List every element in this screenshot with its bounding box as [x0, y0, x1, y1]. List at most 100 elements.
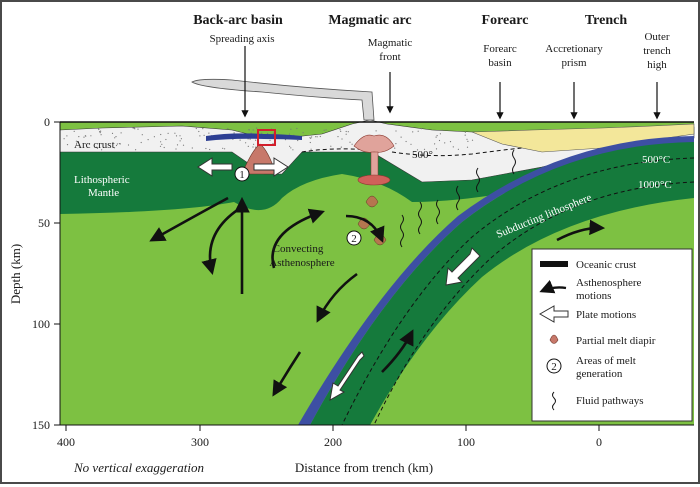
stipple-dot — [83, 137, 84, 138]
subduction-zone-diagram: 1 2 Back-arc basin Magmatic arc Forearc … — [2, 2, 698, 482]
legend-fluid-label: Fluid pathways — [576, 395, 644, 407]
stipple-dot — [128, 144, 129, 145]
stipple-dot — [437, 135, 438, 136]
stipple-dot — [117, 143, 118, 144]
stipple-dot — [394, 148, 395, 149]
stipple-dot — [249, 129, 250, 130]
stipple-dot — [204, 135, 205, 136]
label-accretionary-prism-2: prism — [561, 57, 587, 69]
stipple-dot — [472, 140, 473, 141]
label-arc-crust: Arc crust — [74, 139, 115, 151]
stipple-dot — [311, 136, 312, 137]
stipple-dot — [352, 144, 353, 145]
legend-melt-area-number: 2 — [551, 361, 557, 373]
stipple-dot — [466, 139, 467, 140]
label-convecting-1: Convecting — [273, 243, 324, 255]
stipple-dot — [406, 141, 407, 142]
label-isotherm-1000: 1000°C — [638, 179, 672, 191]
stipple-dot — [440, 133, 441, 134]
stipple-dot — [101, 134, 102, 135]
stipple-dot — [196, 128, 197, 129]
stipple-dot — [256, 128, 257, 129]
stipple-dot — [436, 148, 437, 149]
x-tick-label: 0 — [596, 435, 602, 449]
label-lithospheric-mantle-2: Mantle — [88, 187, 119, 199]
header-trench: Trench — [585, 13, 627, 28]
stipple-dot — [252, 146, 253, 147]
stipple-dot — [245, 142, 246, 143]
stipple-dot — [192, 147, 193, 148]
label-magmatic-front-1: Magmatic — [368, 37, 413, 49]
stipple-dot — [160, 134, 161, 135]
stipple-dot — [465, 132, 466, 133]
stipple-dot — [112, 133, 113, 134]
stipple-dot — [290, 129, 291, 130]
x-tick-label: 300 — [191, 435, 209, 449]
stipple-dot — [119, 143, 120, 144]
y-tick-label: 150 — [32, 418, 50, 432]
stipple-dot — [267, 133, 268, 134]
stipple-dot — [297, 140, 298, 141]
stipple-dot — [67, 144, 68, 145]
legend-melt-area-label-1: Areas of melt — [576, 355, 636, 367]
stipple-dot — [74, 131, 75, 132]
stipple-dot — [142, 134, 143, 135]
stipple-dot — [395, 143, 396, 144]
stipple-dot — [292, 149, 293, 150]
stipple-dot — [183, 145, 184, 146]
stipple-dot — [290, 147, 291, 148]
stipple-dot — [168, 133, 169, 134]
legend-oceanic-crust-swatch — [540, 261, 568, 267]
stipple-dot — [450, 141, 451, 142]
legend-asthenosphere-label-1: Asthenosphere — [576, 277, 641, 289]
stipple-dot — [64, 138, 65, 139]
stipple-dot — [418, 131, 419, 132]
header-magmatic-arc: Magmatic arc — [328, 13, 411, 28]
legend: Oceanic crust Asthenosphere motions Plat… — [532, 249, 692, 421]
stipple-dot — [401, 137, 402, 138]
stipple-dot — [233, 130, 234, 131]
magma-conduit — [371, 152, 378, 176]
stipple-dot — [66, 135, 67, 136]
stipple-dot — [180, 140, 181, 141]
stipple-dot — [154, 136, 155, 137]
legend-plate-motion-label: Plate motions — [576, 309, 636, 321]
stipple-dot — [315, 136, 316, 137]
y-tick-label: 50 — [38, 216, 50, 230]
y-axis-label: Depth (km) — [8, 244, 23, 304]
stipple-dot — [255, 140, 256, 141]
stipple-dot — [222, 148, 223, 149]
melt-area-2-number: 2 — [351, 233, 357, 245]
stipple-dot — [348, 131, 349, 132]
stipple-dot — [436, 137, 437, 138]
volcanic-plume — [192, 79, 374, 120]
stipple-dot — [444, 142, 445, 143]
stipple-dot — [209, 149, 210, 150]
stipple-dot — [133, 127, 134, 128]
y-tick-label: 0 — [44, 115, 50, 129]
stipple-dot — [317, 136, 318, 137]
legend-melt-area-label-2: generation — [576, 368, 623, 380]
stipple-dot — [269, 140, 270, 141]
stipple-dot — [160, 146, 161, 147]
stipple-dot — [346, 131, 347, 132]
stipple-dot — [198, 131, 199, 132]
stipple-dot — [135, 149, 136, 150]
stipple-dot — [100, 132, 101, 133]
stipple-dot — [161, 144, 162, 145]
stipple-dot — [324, 130, 325, 131]
stipple-dot — [326, 129, 327, 130]
stipple-dot — [202, 128, 203, 129]
stipple-dot — [253, 144, 254, 145]
stipple-dot — [341, 138, 342, 139]
stipple-dot — [98, 129, 99, 130]
stipple-dot — [340, 129, 341, 130]
label-isotherm-500-wedge: 500° — [412, 149, 433, 161]
header-forearc: Forearc — [482, 13, 529, 28]
stipple-dot — [174, 133, 175, 134]
stipple-dot — [224, 148, 225, 149]
stipple-dot — [85, 135, 86, 136]
melt-area-1-number: 1 — [239, 169, 245, 181]
stipple-dot — [100, 131, 101, 132]
stipple-dot — [261, 133, 262, 134]
